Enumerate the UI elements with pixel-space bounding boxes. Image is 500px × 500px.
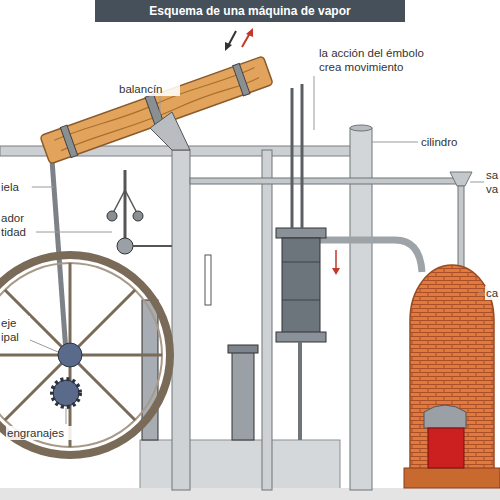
part-label: eje ipal: [0, 316, 30, 344]
leader-line: [30, 340, 58, 352]
working-cylinder: [282, 238, 320, 334]
leader-line: [470, 182, 484, 183]
support-column: [172, 150, 190, 490]
title-band: [95, 0, 405, 22]
cylinder-band: [282, 262, 320, 263]
iron-band: [60, 125, 77, 157]
flywheel-spokes: [0, 263, 162, 447]
motion-arrow: [335, 250, 337, 268]
diagram-title: Esquema de una máquina de vapor: [95, 0, 405, 22]
leader-line: [30, 187, 54, 188]
part-label: engranajes: [6, 426, 78, 440]
leader-line: [160, 96, 161, 116]
flywheel-rim: [0, 263, 162, 447]
arrow-head: [225, 42, 232, 51]
floor: [0, 488, 500, 500]
pump-cap: [228, 345, 258, 353]
gear-teeth: [52, 379, 80, 407]
arrow-head: [332, 268, 340, 275]
part-label: sa va: [485, 168, 500, 196]
spoke: [5, 290, 135, 420]
iron-band: [233, 63, 250, 95]
steam-outlet: [450, 172, 472, 186]
part-label: cilindro: [420, 135, 472, 149]
governor-ball: [133, 211, 143, 221]
leader-lines: [30, 76, 485, 424]
boiler: [410, 265, 494, 470]
arrow-head: [246, 28, 253, 37]
spoke: [5, 290, 135, 420]
piston-rod: [301, 84, 304, 228]
piston-rod: [291, 88, 294, 228]
part-label: iela: [0, 180, 32, 194]
column-cap: [350, 125, 372, 131]
governor-shaft: [124, 170, 127, 248]
boiler-pipe: [458, 186, 464, 268]
beam: [40, 55, 274, 165]
part-label: ca: [485, 286, 500, 300]
steam-pipe: [190, 178, 458, 184]
boiler-base: [404, 468, 500, 488]
part-label: balancín: [118, 82, 180, 96]
leader-line: [314, 76, 315, 130]
leader-line: [36, 232, 112, 233]
wood-grain: [54, 67, 260, 152]
furnace-door: [428, 428, 464, 468]
pipe: [298, 342, 302, 440]
boiler-pipe: [320, 240, 422, 272]
beam-body: [40, 56, 273, 164]
main-axle: [58, 343, 82, 367]
motion-arrow: [228, 31, 236, 46]
governor-pulley: [117, 238, 133, 254]
leader-line: [478, 293, 485, 294]
leader-line: [372, 142, 418, 143]
cylinder-top: [276, 228, 326, 238]
part-label: la acción del émbolo crea movimiento: [318, 46, 436, 74]
pump: [232, 350, 254, 440]
gauge: [205, 255, 211, 305]
engine-base: [140, 440, 340, 490]
leader-line: [66, 408, 67, 424]
governor-linkage: [133, 245, 172, 247]
support-column: [262, 150, 272, 490]
furnace-arch: [424, 405, 466, 428]
beam-pivot: [150, 112, 190, 150]
governor-ball: [107, 211, 117, 221]
cylinder-bottom: [276, 332, 326, 342]
cylinder-band: [282, 300, 320, 301]
flywheel-rim: [0, 255, 170, 455]
gear: [53, 380, 79, 406]
part-label: ador tidad: [0, 211, 36, 239]
